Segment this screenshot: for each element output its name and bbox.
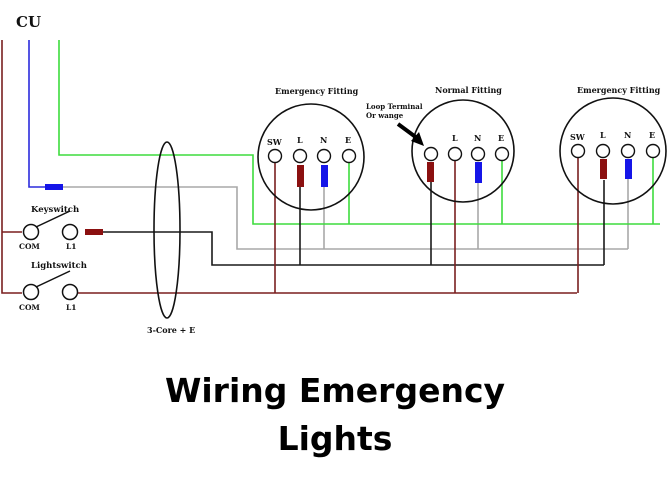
live-sleeve-fitting-1 <box>297 165 304 187</box>
fitting-2-loop-terminal <box>423 146 439 162</box>
emergency-fitting-1[interactable]: Emergency Fitting SW L N E <box>257 86 365 211</box>
live-wire-permanent <box>1 40 22 294</box>
title-line-1: Wiring Emergency <box>164 371 506 410</box>
earth-wire-run <box>58 40 660 225</box>
fitting-2-terminal-n <box>470 146 486 162</box>
lightswitch-com-label: COM <box>19 303 40 312</box>
fitting-2-terminal-label-n: N <box>474 133 481 143</box>
fitting-1-terminal-label-e: E <box>345 135 351 145</box>
lightswitch-lever <box>35 270 71 288</box>
fitting-2-terminal-e <box>494 146 510 162</box>
title-line-2: Lights <box>277 419 393 458</box>
neutral-sleeve-fitting-1 <box>321 165 328 187</box>
lightswitch-com-terminal <box>22 283 40 301</box>
keyswitch-lever <box>35 210 71 228</box>
fitting-2-terminal-label-l: L <box>452 133 458 143</box>
neutral-sleeve-fitting-2 <box>475 162 482 183</box>
fitting-3-terminal-e <box>645 143 661 159</box>
switched-live-keyswitch <box>103 231 604 266</box>
fitting-2-terminal-label-e: E <box>498 133 504 143</box>
keyswitch-com-terminal <box>22 223 40 241</box>
fitting-1-terminal-e <box>341 148 357 164</box>
fitting-3-terminal-label-n: N <box>624 130 631 140</box>
fitting-2-terminal-l <box>447 146 463 162</box>
neutral-wire-run <box>63 186 628 250</box>
fitting-3-terminal-n <box>620 143 636 159</box>
lightswitch-l1-label: L1 <box>66 303 77 312</box>
fitting-1-terminal-n <box>316 148 332 164</box>
cu-label: CU <box>16 13 41 31</box>
live-sleeve-fitting-3 <box>600 159 607 179</box>
fitting-1-body <box>257 103 365 211</box>
live-sleeve-keyswitch <box>85 229 103 235</box>
fitting-1-terminal-l <box>292 148 308 164</box>
fitting-1-terminal-label-n: N <box>320 135 327 145</box>
fitting-3-terminal-l <box>595 143 611 159</box>
annotation-arrow-icon <box>396 122 424 146</box>
fitting-3-terminal-label-e: E <box>649 130 655 140</box>
fitting-1-title: Emergency Fitting <box>275 86 359 96</box>
fitting-3-terminal-label-l: L <box>600 130 606 140</box>
fitting-3-terminal-sw <box>570 143 586 159</box>
neutral-sleeve-cu <box>45 184 63 190</box>
fitting-3-terminal-label-sw: SW <box>570 132 586 142</box>
cable-label: 3-Core + E <box>147 325 195 335</box>
fitting-2-body <box>411 99 515 203</box>
fitting-2-title: Normal Fitting <box>435 85 502 95</box>
fitting-3-body <box>559 97 667 205</box>
loop-terminal-annotation-line1: Loop Terminal <box>366 102 423 111</box>
neutral-wire-cu <box>28 40 46 188</box>
lightswitch-label: Lightswitch <box>31 261 87 271</box>
keyswitch-com-label: COM <box>19 242 40 251</box>
emergency-fitting-2[interactable]: Emergency Fitting SW L N E <box>559 85 667 205</box>
normal-fitting[interactable]: Normal Fitting L N E <box>411 85 515 203</box>
keyswitch-l1-label: L1 <box>66 242 77 251</box>
fitting-3-title: Emergency Fitting <box>577 85 661 95</box>
fitting-1-terminal-sw <box>267 148 283 164</box>
keyswitch-l1-terminal <box>61 223 79 241</box>
loop-sleeve-fitting-2 <box>427 162 434 182</box>
keyswitch-label: Keyswitch <box>31 205 79 215</box>
neutral-sleeve-fitting-3 <box>625 159 632 179</box>
lightswitch-l1-terminal <box>61 283 79 301</box>
page-title: Wiring Emergency Lights <box>0 368 670 462</box>
cable-bundle-ellipse <box>153 141 181 319</box>
lightswitch[interactable]: Lightswitch COM L1 <box>19 261 87 312</box>
loop-terminal-annotation-line2: Or wange <box>366 111 404 120</box>
keyswitch[interactable]: Keyswitch COM L1 <box>19 205 79 251</box>
fitting-1-terminal-label-l: L <box>297 135 303 145</box>
fitting-1-terminal-label-sw: SW <box>267 137 283 147</box>
